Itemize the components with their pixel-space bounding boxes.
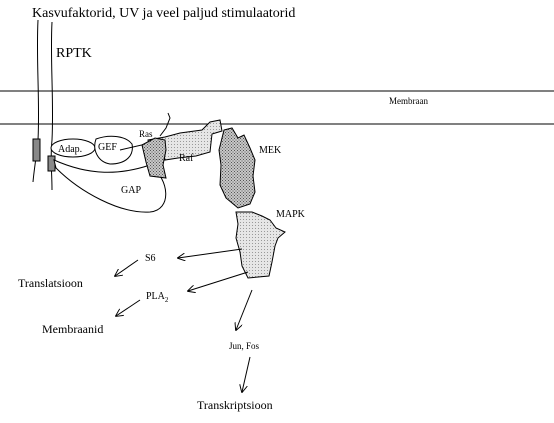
transcription-label: Transkriptsioon	[197, 398, 273, 412]
pla2-label: PLA2	[146, 291, 169, 304]
receptor-strand-left	[32, 19, 40, 183]
arrow-junfos-to-transcription	[242, 356, 251, 392]
mek-shape	[218, 127, 256, 209]
arrow-pla2-to-membranes	[116, 299, 141, 316]
arrow-mapk-to-junfos	[236, 289, 253, 330]
arrow-mapk-to-pla2	[188, 271, 249, 291]
s6-label: S6	[145, 253, 156, 264]
gap-shape	[53, 159, 167, 213]
receptor-domain-left	[32, 138, 41, 162]
ras-label: Ras	[139, 129, 153, 139]
ras-shape	[141, 137, 167, 179]
mapk-shape	[235, 211, 286, 279]
membrane-label: Membraan	[389, 96, 428, 106]
raf-label: Raf	[179, 153, 194, 164]
rptk-label: RPTK	[56, 46, 92, 61]
mapk-label: MAPK	[276, 209, 306, 220]
gap-label: GAP	[121, 185, 141, 196]
stimulators-title: Kasvufaktorid, UV ja veel paljud stimula…	[32, 6, 295, 21]
adaptor-label: Adap.	[58, 144, 82, 155]
jun-fos-label: Jun, Fos	[229, 341, 260, 351]
arrow-s6-to-translation	[115, 259, 139, 276]
arrow-mapk-to-s6	[178, 248, 243, 258]
mek-label: MEK	[259, 145, 282, 156]
gef-label: GEF	[98, 142, 117, 153]
membranes-label: Membraanid	[42, 322, 103, 336]
ras-anchor	[159, 112, 171, 137]
translation-label: Translatsioon	[18, 276, 83, 290]
receptor-strand-right	[50, 21, 54, 191]
gef-shape	[94, 135, 133, 165]
receptor-domain-right	[47, 155, 56, 172]
